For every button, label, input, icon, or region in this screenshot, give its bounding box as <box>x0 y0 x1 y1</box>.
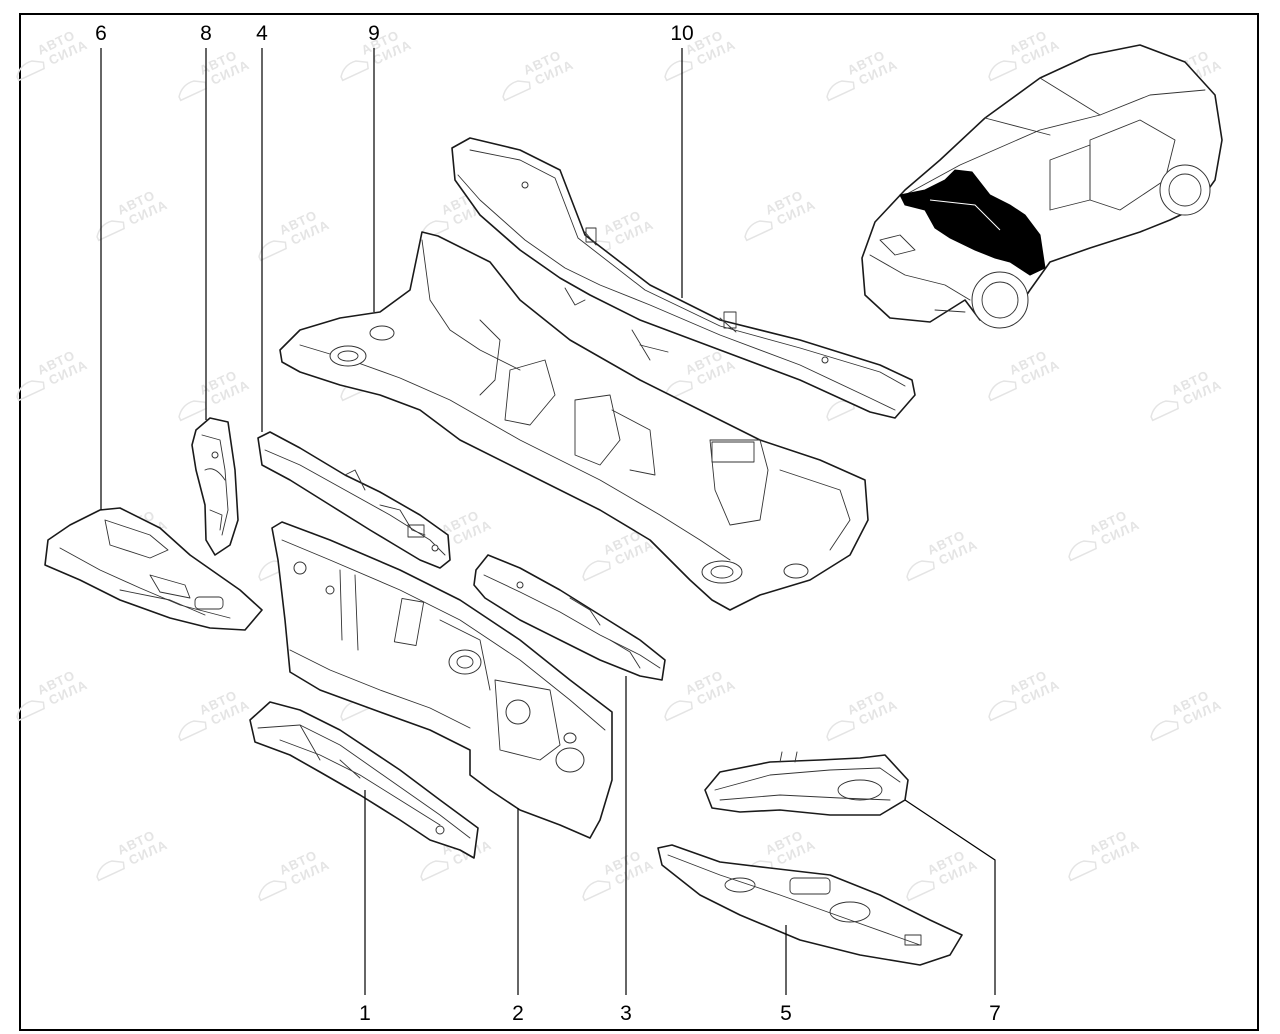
watermark-car-icon <box>826 720 855 742</box>
watermark-car-icon <box>178 400 207 422</box>
callout-1: 1 <box>359 1002 371 1025</box>
part-10-cowl-upper <box>451 137 916 419</box>
part-7-right-bracket <box>704 751 909 816</box>
callout-2: 2 <box>512 1002 524 1025</box>
watermark-car-icon <box>906 560 935 582</box>
part-9-dash-panel <box>279 231 869 611</box>
watermark-car-icon <box>178 80 207 102</box>
watermark-car-icon <box>1068 540 1097 562</box>
part-2-bulkhead <box>271 521 613 839</box>
part-5-floor-right <box>657 844 963 966</box>
watermark-car-icon <box>744 220 773 242</box>
watermark-car-icon <box>1068 860 1097 882</box>
part-8-bracket <box>191 417 239 556</box>
callout-8: 8 <box>200 22 212 45</box>
watermark-car-icon <box>96 220 125 242</box>
watermark-car-icon <box>1150 720 1179 742</box>
callout-7: 7 <box>989 1002 1001 1025</box>
part-1-lower-beam <box>249 701 479 859</box>
watermark-car-icon <box>582 880 611 902</box>
watermark-car-icon <box>16 700 45 722</box>
callout-10: 10 <box>670 22 693 45</box>
callout-6: 6 <box>95 22 107 45</box>
watermark-car-icon <box>258 880 287 902</box>
watermark-car-icon <box>178 720 207 742</box>
car-locator-illustration <box>861 44 1223 329</box>
callout-4: 4 <box>256 22 268 45</box>
part-4-beam-left <box>257 431 451 569</box>
watermark-car-icon <box>340 60 369 82</box>
watermark-car-icon <box>826 80 855 102</box>
watermark-car-icon <box>988 700 1017 722</box>
watermark-car-icon <box>502 80 531 102</box>
watermark-car-icon <box>906 880 935 902</box>
watermark-car-icon <box>988 380 1017 402</box>
watermark-car-icon <box>420 860 449 882</box>
diagram-border <box>19 13 1259 1031</box>
watermark-car-icon <box>664 700 693 722</box>
callout-3: 3 <box>620 1002 632 1025</box>
watermark-car-icon <box>258 240 287 262</box>
part-3-beam-right <box>473 554 666 681</box>
callout-5: 5 <box>780 1002 792 1025</box>
leader-7 <box>904 799 996 995</box>
part-6-floor-left <box>44 507 263 631</box>
watermark-car-icon <box>826 400 855 422</box>
watermark-car-icon <box>988 60 1017 82</box>
watermark-car-icon <box>1150 400 1179 422</box>
watermark-car-icon <box>96 860 125 882</box>
watermark-car-icon <box>16 380 45 402</box>
callout-9: 9 <box>368 22 380 45</box>
highlighted-zone <box>899 169 1046 276</box>
watermark-car-icon <box>16 60 45 82</box>
watermark-car-icon <box>582 560 611 582</box>
watermark-car-icon <box>664 60 693 82</box>
